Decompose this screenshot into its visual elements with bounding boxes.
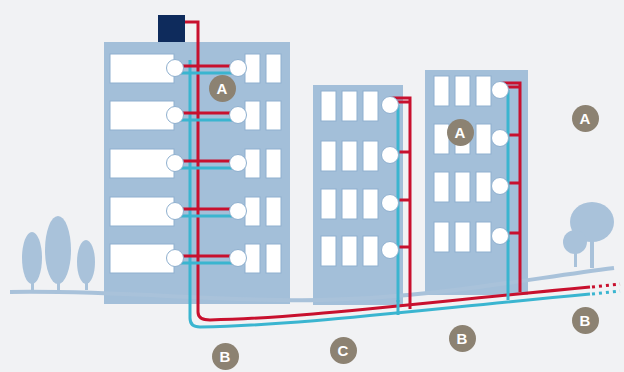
badge-letter: C: [330, 342, 357, 359]
label-badge: A: [209, 75, 236, 102]
label-badge: B: [212, 343, 239, 370]
badge-letter: A: [572, 110, 599, 127]
label-badge: B: [449, 325, 476, 352]
badge-letter: B: [212, 348, 239, 365]
buildings: [104, 42, 528, 305]
label-badge: A: [447, 119, 474, 146]
badge-letter: B: [449, 330, 476, 347]
badge-letter: B: [572, 312, 599, 329]
windows: [110, 54, 491, 273]
ground-line: [10, 268, 614, 300]
heat-source: [158, 15, 185, 42]
label-badge: A: [572, 105, 599, 132]
label-badge: B: [572, 307, 599, 334]
label-badge: C: [330, 337, 357, 364]
connection-points: [167, 60, 509, 267]
badge-letter: A: [209, 80, 236, 97]
pipes: [175, 22, 620, 327]
badge-letter: A: [447, 124, 474, 141]
